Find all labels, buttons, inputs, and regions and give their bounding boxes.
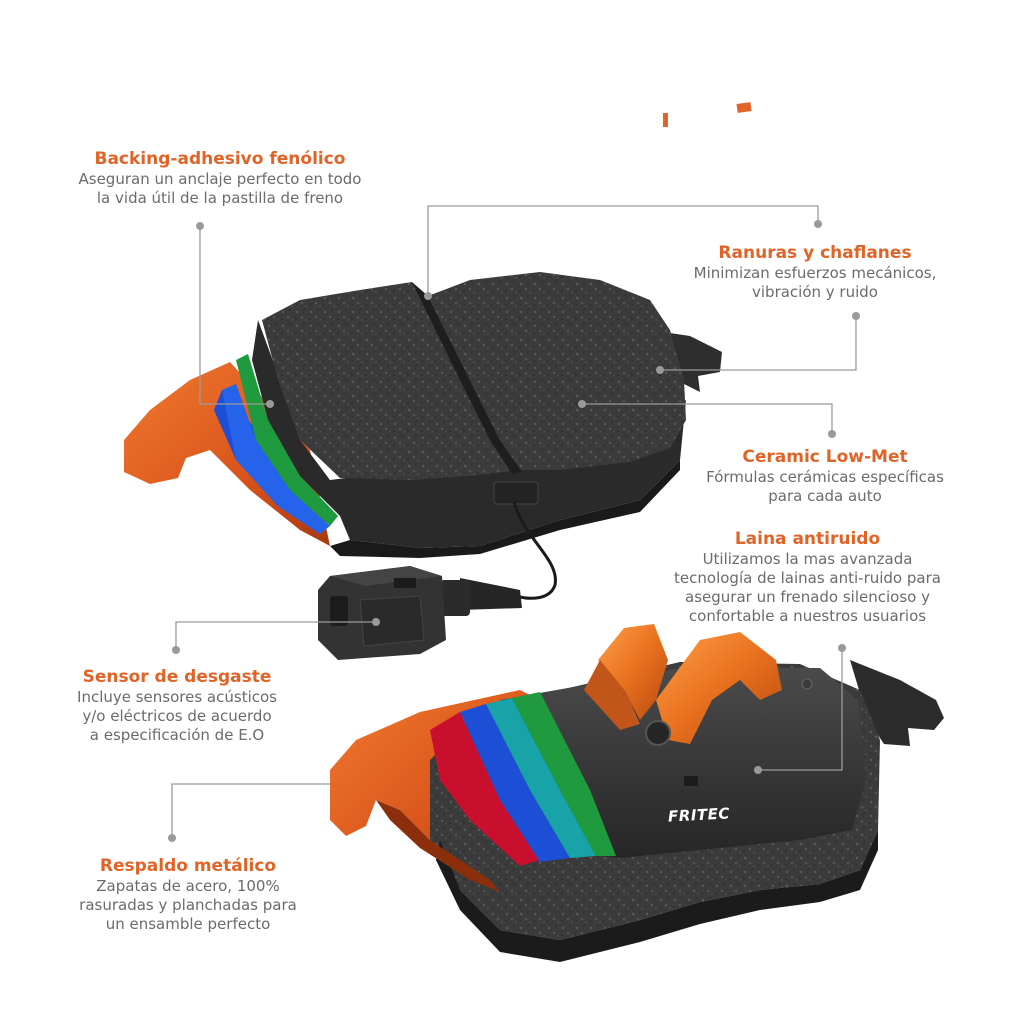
- callout-title: Backing-adhesivo fenólico: [94, 149, 346, 169]
- callout-text: un ensamble perfecto: [105, 915, 271, 933]
- callout-text: vibración y ruido: [752, 283, 878, 301]
- callout-text: Utilizamos la mas avanzada: [702, 550, 913, 568]
- wear-sensor-connector: [318, 566, 522, 660]
- callout-backing: Backing-adhesivo fenólico Aseguran un an…: [60, 148, 380, 208]
- callout-text: tecnología de lainas anti-ruido para: [674, 569, 941, 587]
- callout-text: Aseguran un anclaje perfecto en todo: [78, 170, 362, 188]
- brand-logo: FRITEC: [667, 804, 731, 826]
- leader-dots: [168, 220, 860, 842]
- callout-sensor: Sensor de desgaste Incluye sensores acús…: [62, 666, 292, 745]
- callout-text: asegurar un frenado silencioso y: [685, 588, 930, 606]
- leader-lines: [171, 205, 857, 838]
- callout-text: Fórmulas cerámicas específicas: [706, 468, 944, 486]
- top-brake-pad: [124, 272, 722, 600]
- callout-text: la vida útil de la pastilla de freno: [96, 189, 344, 207]
- callout-title: Ceramic Low-Met: [742, 447, 908, 467]
- callout-ranuras: Ranuras y chaflanes Minimizan esfuerzos …: [690, 242, 940, 302]
- callout-text: Zapatas de acero, 100%: [96, 877, 280, 895]
- callout-title: Laina antiruido: [734, 529, 881, 549]
- callout-text: Incluye sensores acústicos: [77, 688, 277, 706]
- callout-respaldo: Respaldo metálico Zapatas de acero, 100%…: [68, 855, 308, 934]
- callout-text: confortable a nuestros usuarios: [688, 607, 927, 625]
- callout-text: y/o eléctricos de acuerdo: [82, 707, 272, 725]
- decorative-marks: [663, 102, 752, 127]
- callout-laina: Laina antiruido Utilizamos la mas avanza…: [655, 528, 960, 626]
- callout-text: a especificación de E.O: [89, 726, 265, 744]
- callout-text: para cada auto: [768, 487, 882, 505]
- callout-ceramic: Ceramic Low-Met Fórmulas cerámicas espec…: [700, 446, 950, 506]
- bottom-brake-pad: [330, 624, 944, 962]
- callout-title: Sensor de desgaste: [82, 667, 272, 687]
- callout-text: rasuradas y planchadas para: [79, 896, 297, 914]
- callout-title: Ranuras y chaflanes: [718, 243, 912, 263]
- callout-text: Minimizan esfuerzos mecánicos,: [693, 264, 937, 282]
- callout-title: Respaldo metálico: [99, 856, 277, 876]
